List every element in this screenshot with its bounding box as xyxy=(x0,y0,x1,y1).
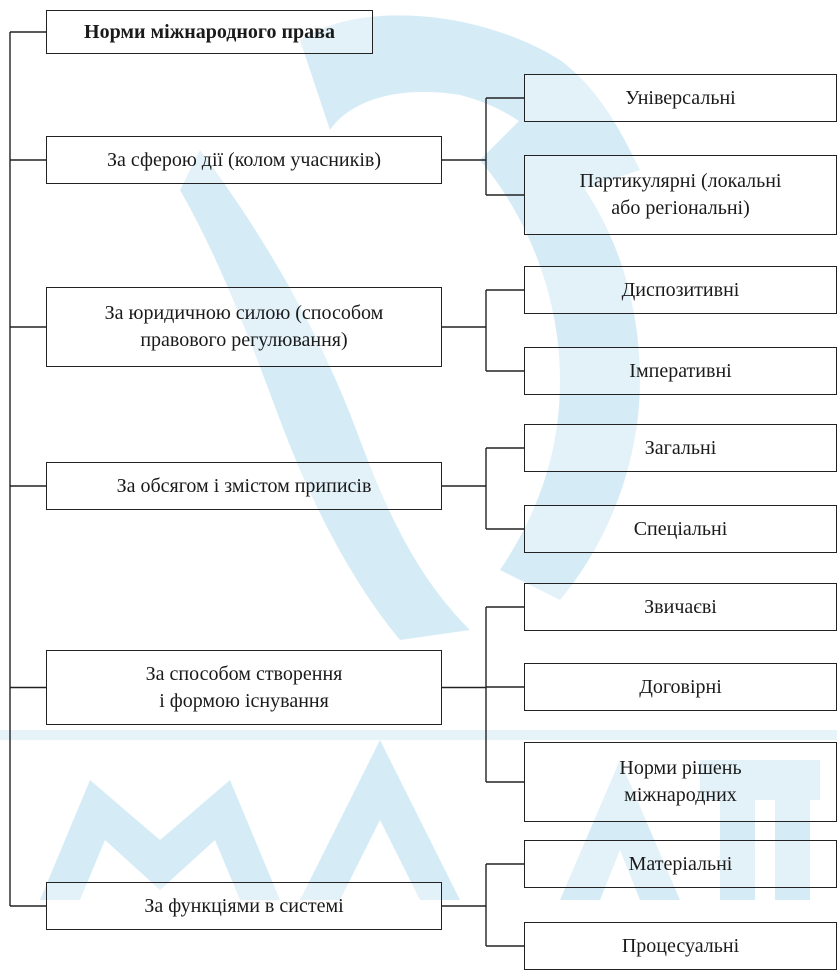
diagram-root-node: Норми міжнародного права xyxy=(46,10,373,54)
subtype-box: Імперативні xyxy=(524,347,837,395)
category-box: За юридичною силою (способом правового р… xyxy=(46,287,442,367)
subtype-box: Партикулярні (локальні або регіональні) xyxy=(524,155,837,235)
category-box: За способом створення і формою існування xyxy=(46,650,442,725)
subtype-box: Звичаєві xyxy=(524,583,837,631)
subtype-box: Договірні xyxy=(524,663,837,711)
subtype-box: Диспозитивні xyxy=(524,266,837,314)
subtype-box: Загальні xyxy=(524,424,837,472)
subtype-box: Універсальні xyxy=(524,74,837,122)
subtype-box: Спеціальні xyxy=(524,505,837,553)
category-box: За функціями в системі xyxy=(46,882,442,930)
subtype-box: Норми рішень міжнародних xyxy=(524,742,837,822)
category-box: За обсягом і змістом приписів xyxy=(46,462,442,510)
subtype-box: Процесуальні xyxy=(524,922,837,970)
subtype-box: Матеріальні xyxy=(524,840,837,888)
category-box: За сферою дії (колом учасників) xyxy=(46,136,442,184)
